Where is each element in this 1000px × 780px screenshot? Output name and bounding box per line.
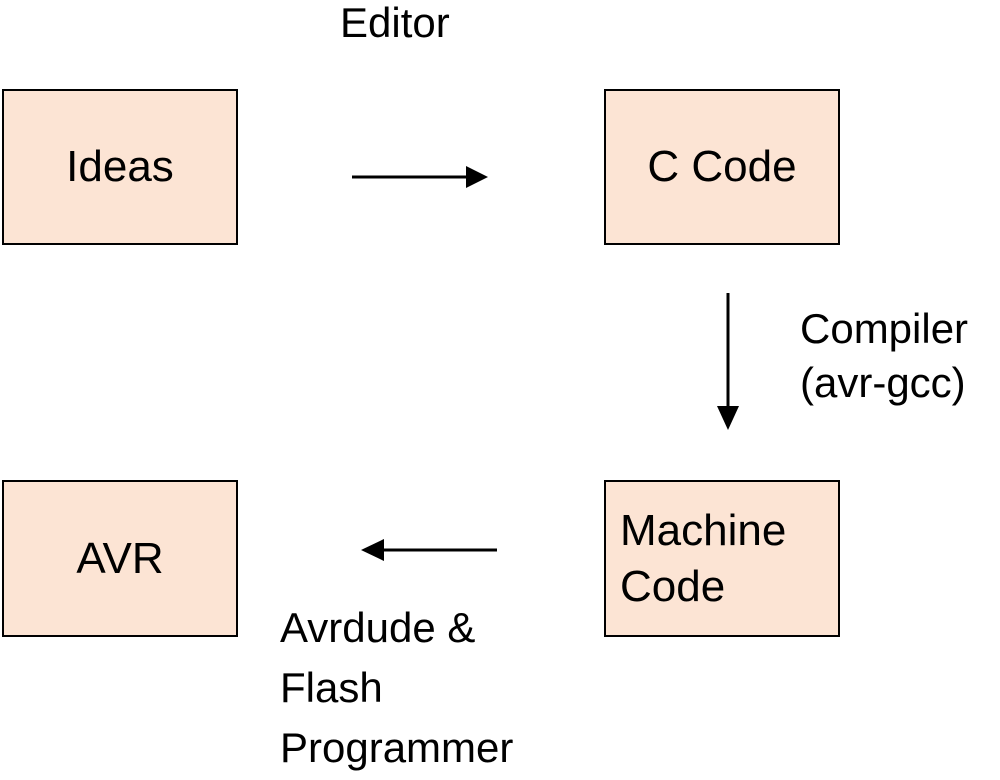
edge-label-compiler-line2: (avr-gcc) bbox=[800, 359, 966, 406]
edge-label-avrdude-line2: Flash bbox=[280, 664, 383, 711]
arrow-ccode-to-machine bbox=[717, 293, 739, 430]
node-c-code: C Code bbox=[604, 89, 840, 245]
edge-label-compiler: Compiler (avr-gcc) bbox=[800, 308, 968, 404]
node-c-code-label: C Code bbox=[647, 142, 797, 191]
edge-label-compiler-line1: Compiler bbox=[800, 305, 969, 352]
node-avr-label: AVR bbox=[76, 533, 164, 583]
arrow-machine-to-avr bbox=[361, 539, 497, 561]
node-machine-code-line2: Code bbox=[620, 561, 726, 611]
node-machine-code-line1: Machine bbox=[620, 505, 787, 555]
node-ideas: Ideas bbox=[2, 89, 238, 245]
node-machine-code-label: Machine Code bbox=[620, 505, 787, 611]
edge-label-editor: Editor bbox=[340, 0, 450, 46]
edge-label-avrdude-line3: Programmer bbox=[280, 724, 514, 771]
arrow-ideas-to-ccode bbox=[352, 166, 488, 188]
node-machine-code: Machine Code bbox=[604, 480, 840, 637]
edge-label-avrdude-line1: Avrdude & bbox=[280, 604, 476, 651]
node-avr: AVR bbox=[2, 480, 238, 637]
edge-label-avrdude: Avrdude & Flash Programmer bbox=[280, 607, 513, 769]
node-ideas-label: Ideas bbox=[66, 142, 174, 191]
